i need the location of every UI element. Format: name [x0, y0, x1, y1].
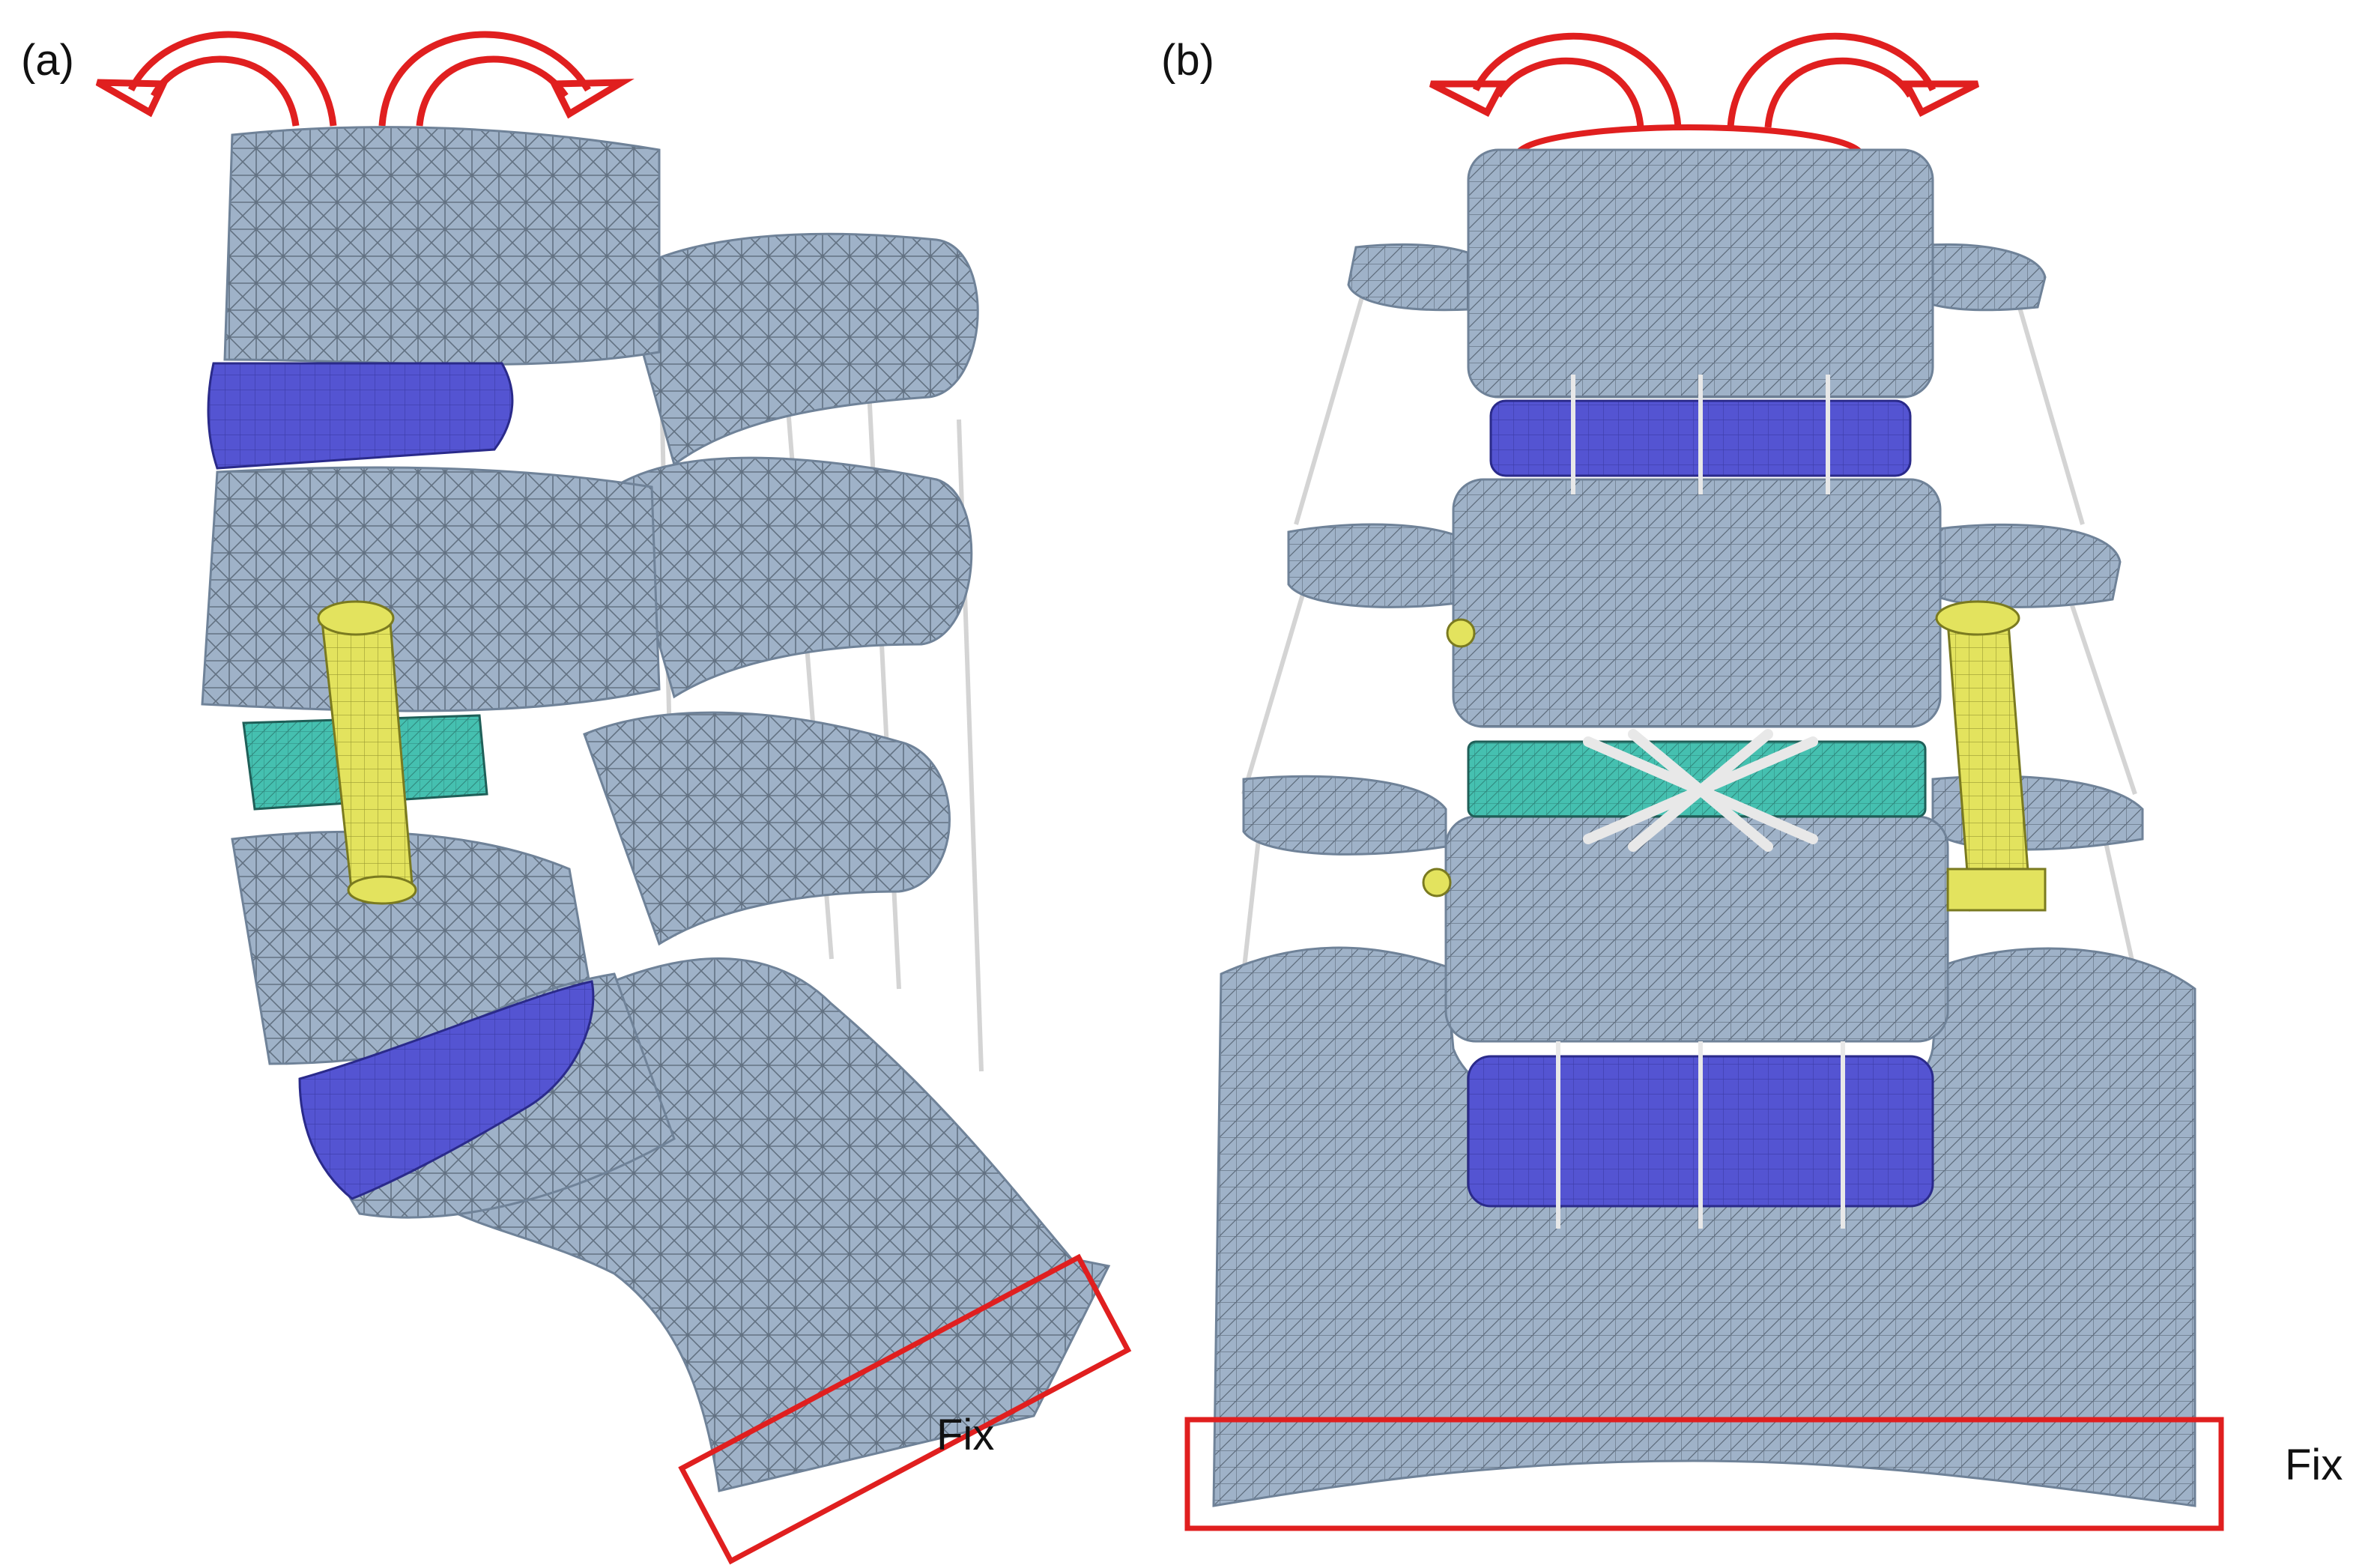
ligaments [1241, 291, 2137, 975]
midline-ligaments [1556, 375, 1845, 1229]
fix-label-b: Fix [2285, 1441, 2343, 1489]
vertebral-body-middle [1452, 478, 1942, 728]
vertebral-body-upper [223, 126, 661, 366]
sacrum [1212, 946, 2196, 1507]
panel-a: (a) [21, 31, 1132, 1565]
interbody-cage [1467, 740, 1927, 818]
rotation-arrow-icon [1727, 32, 1980, 128]
fix-boundary-box [678, 1253, 1132, 1565]
spinous-process [583, 711, 951, 946]
disc-lower [298, 980, 595, 1200]
rotation-arrow-icon [95, 31, 337, 127]
fix-label-a: Fix [936, 1411, 994, 1459]
vertebral-body-middle [201, 466, 661, 712]
transverse-process [1242, 775, 1447, 856]
pedicle-screw [317, 600, 417, 905]
ligament-bundle [1583, 729, 1818, 852]
rotation-arrow-icon [378, 31, 635, 127]
screw-head [1446, 618, 1476, 648]
vertebral-body-upper [1467, 148, 1934, 399]
fix-boundary-box [1184, 1417, 2224, 1531]
panel-b-label: (b) [1161, 36, 1214, 85]
disc-upper [207, 362, 514, 470]
vertebral-body-lower [1444, 815, 1949, 1043]
rotation-arrow-icon [1429, 32, 1682, 128]
panel-a-label: (a) [21, 36, 74, 85]
pedicle-screw [1935, 600, 2047, 912]
transverse-process [1916, 523, 2122, 608]
panel-b: (b) [1161, 32, 2343, 1531]
screw-head [1422, 868, 1452, 897]
spinous-process [620, 232, 979, 467]
spinous-process [613, 456, 973, 699]
